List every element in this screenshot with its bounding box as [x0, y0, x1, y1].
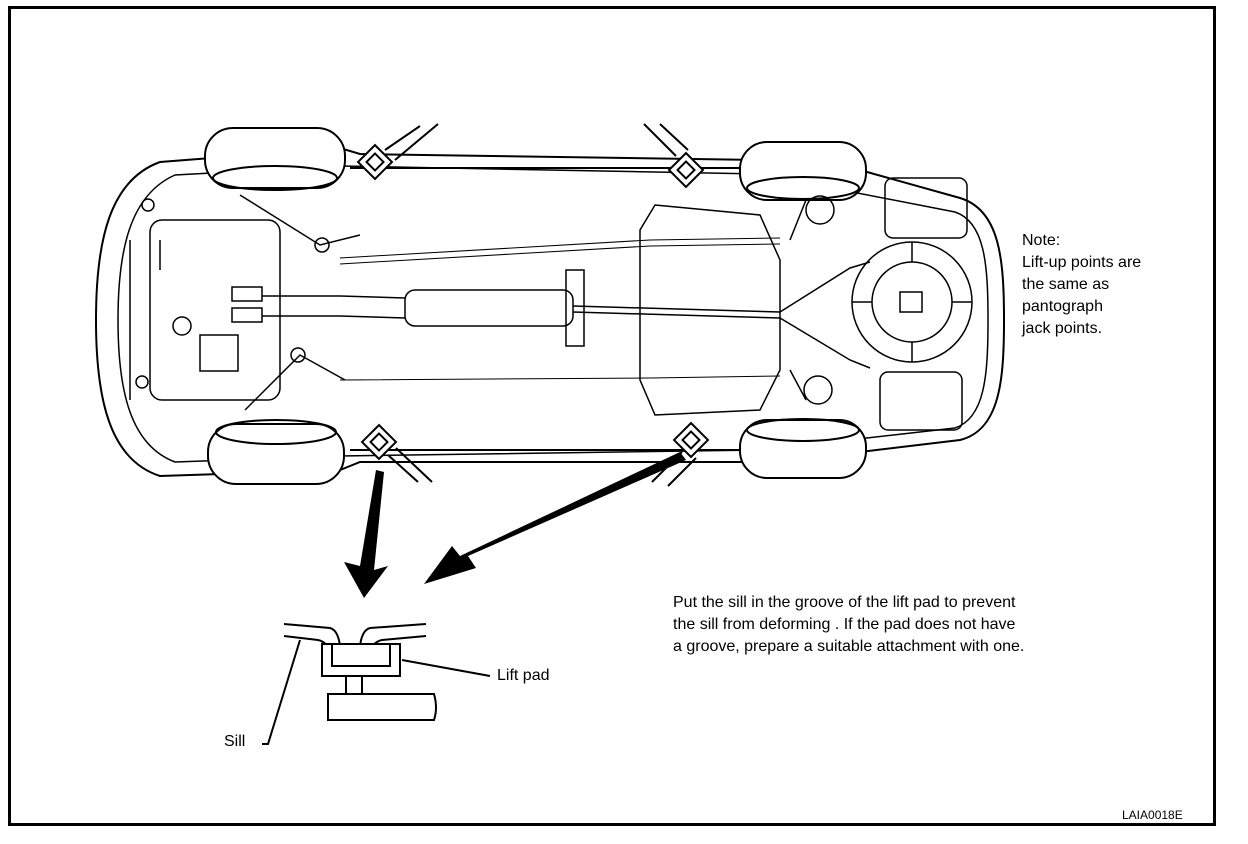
lift-pad-detail — [262, 623, 491, 745]
figure-code: LAIA0018E — [1122, 808, 1183, 822]
note-line: pantograph — [1022, 298, 1103, 315]
note-line: Lift-up points are — [1022, 254, 1142, 271]
brake-fuel-lines — [339, 237, 781, 381]
rear-box-lower — [879, 371, 963, 431]
note-line: jack points. — [1022, 320, 1103, 337]
rear-suspension — [789, 195, 835, 405]
figure-border — [8, 6, 1216, 826]
muffler — [404, 289, 574, 327]
car-body-inner-outline — [117, 165, 989, 463]
instruction-line: Put the sill in the groove of the lift p… — [673, 594, 1016, 611]
instruction-line: the sill from deforming . If the pad doe… — [673, 616, 1016, 633]
note-line: the same as — [1022, 276, 1110, 293]
pointer-arrow-right — [424, 452, 686, 584]
rear-left-wheel — [739, 141, 867, 201]
pointer-arrow-left — [344, 470, 388, 598]
instruction-line: a groove, prepare a suitable attachment … — [673, 638, 1025, 655]
note-heading: Note: — [1022, 232, 1061, 249]
engine-area — [129, 198, 281, 401]
lift-point-front-lower — [360, 423, 433, 483]
spare-tire — [851, 241, 973, 363]
lift-pad-label: Lift pad — [497, 667, 550, 684]
instruction-block: Put the sill in the groove of the lift p… — [673, 592, 1024, 658]
front-suspension — [239, 194, 361, 411]
rear-box-upper — [884, 177, 968, 239]
front-right-wheel — [207, 419, 345, 485]
lift-point-front-upper — [356, 123, 439, 181]
front-left-wheel — [204, 127, 346, 191]
sill-label: Sill — [224, 733, 246, 750]
rear-right-wheel — [739, 418, 867, 479]
lift-point-rear-upper — [643, 123, 705, 189]
note-block: Note: Lift-up points are the same as pan… — [1022, 230, 1141, 340]
fuel-tank — [639, 204, 781, 416]
exhaust-system — [262, 261, 871, 369]
